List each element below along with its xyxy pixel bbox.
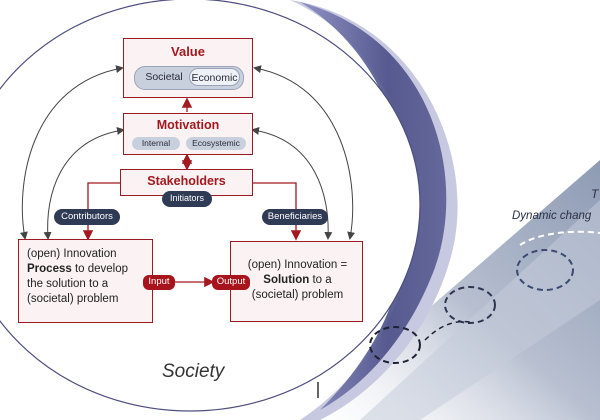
societal-pill: Societal: [145, 71, 183, 83]
economic-pill: Economic: [189, 68, 240, 86]
dashed-loop: [369, 326, 421, 364]
value-pill-group: Societal Economic: [134, 66, 244, 90]
society-label: Society: [162, 361, 225, 382]
connector-left-inner: [43, 126, 125, 240]
initiators-tag: Initiators: [162, 191, 212, 207]
value-box: Value Societal Economic: [123, 38, 253, 98]
beneficiaries-tag: Beneficiaries: [262, 209, 328, 225]
process-text: (open) Innovation Process to develop the…: [27, 248, 129, 305]
connector-left-outer: [19, 65, 124, 240]
input-tag: Input: [143, 275, 175, 290]
solution-text: (open) Innovation = Solution to a (socie…: [247, 259, 348, 301]
stakeholders-box: Stakeholders: [120, 169, 253, 196]
connector-right-outer: [253, 65, 356, 240]
ecosystemic-pill: Ecosystemic: [186, 137, 246, 150]
motivation-box: Motivation Internal Ecosystemic: [123, 113, 253, 155]
value-title: Value: [171, 44, 205, 59]
motivation-title: Motivation: [156, 118, 220, 132]
dashed-loop: [444, 286, 496, 324]
stakeholders-title: Stakeholders: [147, 174, 226, 188]
internal-pill: Internal: [132, 137, 180, 150]
dashed-loop: [516, 249, 574, 291]
arrow-label-partial: T: [591, 187, 599, 201]
connector-right-inner: [251, 127, 333, 240]
swoosh-band-inner: [300, 2, 447, 410]
output-tag: Output: [212, 275, 250, 290]
dynamic-change-label: Dynamic chang: [512, 210, 592, 222]
dashed-loop: [519, 230, 600, 246]
process-box: (open) Innovation Process to develop the…: [18, 239, 153, 323]
contributors-tag: Contributors: [54, 209, 120, 225]
